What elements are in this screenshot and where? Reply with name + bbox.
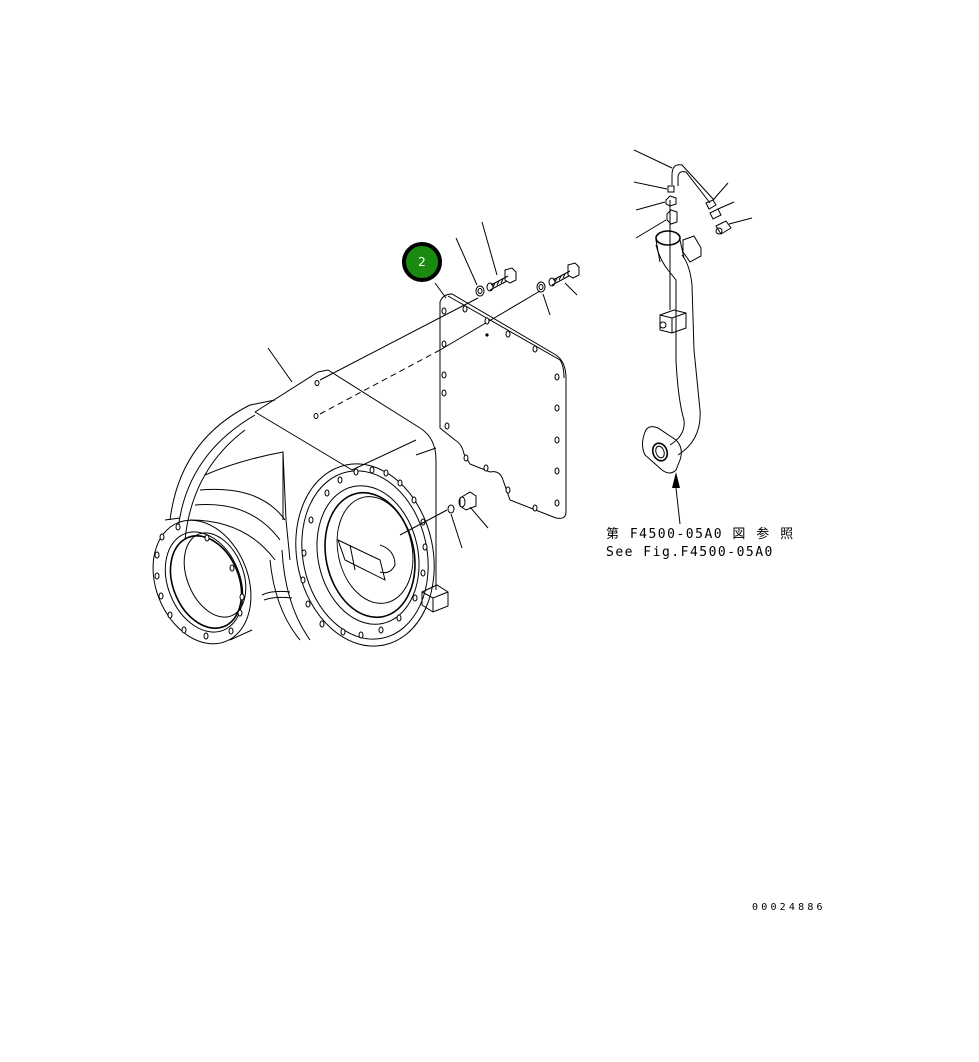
hose-tube — [633, 149, 715, 204]
callout-bubble-2[interactable]: 2 — [402, 242, 442, 282]
housing-case — [152, 347, 449, 647]
reference-text-en: See Fig.F4500-05A0 — [606, 545, 774, 560]
washer-left — [455, 237, 485, 297]
o-ring — [399, 504, 463, 549]
bolt-left — [481, 221, 517, 292]
bolt-right — [548, 262, 580, 296]
oil-pipe — [642, 200, 702, 525]
cover-plate — [439, 293, 567, 519]
reference-text-jp: 第 F4500-05A0 図 参 照 — [606, 527, 795, 542]
callout-number: 2 — [418, 255, 426, 269]
flange-holes-right — [300, 466, 428, 639]
plug — [458, 491, 489, 529]
flange-holes-left — [154, 523, 245, 640]
cover-bolt-holes — [441, 305, 560, 512]
drawing-number: 00024886 — [752, 902, 826, 913]
washer-right — [536, 281, 551, 316]
pipe-fittings — [633, 181, 753, 239]
